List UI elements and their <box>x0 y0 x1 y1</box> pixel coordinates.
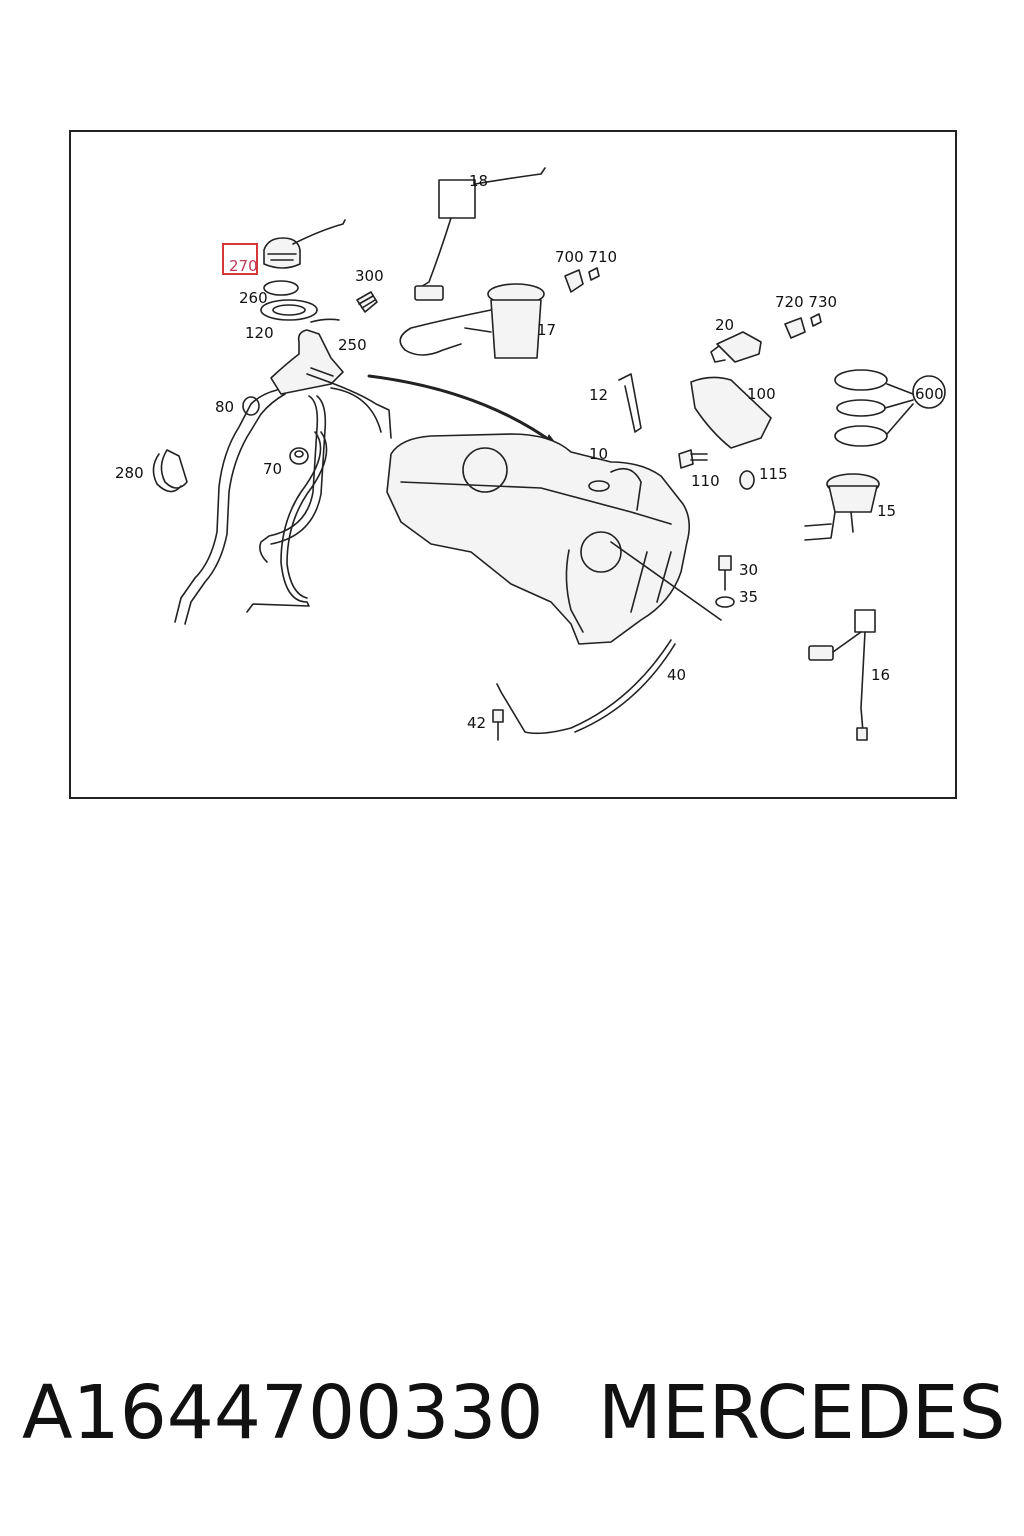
callout-40: 40 <box>667 666 686 684</box>
callout-100: 100 <box>747 385 776 403</box>
screw-42-drawing <box>492 709 504 741</box>
callout-80: 80 <box>215 398 234 416</box>
strap-12-drawing <box>618 373 642 433</box>
callout-18: 18 <box>469 172 488 190</box>
callout-10: 10 <box>589 445 608 463</box>
callout-35: 35 <box>739 588 758 606</box>
sensor-20-drawing <box>710 331 762 363</box>
pump-module-15-drawing <box>804 473 880 541</box>
fuel-cap-drawing <box>263 219 346 269</box>
callout-700-710: 700 710 <box>555 248 617 266</box>
callout-280: 280 <box>115 464 144 482</box>
diagram-frame: 18 270 260 300 120 250 700 710 17 720 73… <box>69 130 957 799</box>
callout-15: 15 <box>877 502 896 520</box>
fitting-720-730-drawing <box>784 313 822 339</box>
footer: A1644700330 MERCEDES <box>0 1370 1024 1470</box>
heat-shield-100-drawing <box>690 376 772 449</box>
sender-16-drawing <box>808 609 876 741</box>
callout-110: 110 <box>691 472 720 490</box>
nut-115-drawing <box>739 470 755 490</box>
strap-40-drawing <box>496 639 672 735</box>
brand-name: MERCEDES <box>598 1370 1006 1456</box>
bolt-30-washer-35-drawing <box>715 555 735 608</box>
fitting-700-710-drawing <box>564 267 600 293</box>
callout-250: 250 <box>338 336 367 354</box>
callout-16: 16 <box>871 666 890 684</box>
fuel-pump-drawing <box>399 167 546 359</box>
filler-flange-drawing <box>260 299 340 323</box>
callout-115: 115 <box>759 465 788 483</box>
fuel-tank-drawing <box>386 433 722 645</box>
strap-40-edge <box>574 643 676 733</box>
bolt-110-drawing <box>678 449 708 469</box>
seal-ring-drawing <box>263 280 299 296</box>
fuel-system-diagram: 18 270 260 300 120 250 700 710 17 720 73… <box>115 167 946 741</box>
clamp-280-drawing <box>152 449 188 493</box>
nut-80-drawing <box>242 396 260 416</box>
callout-70: 70 <box>263 460 282 478</box>
part-number: A1644700330 <box>22 1370 544 1456</box>
grommet-drawing <box>356 291 378 313</box>
callout-300: 300 <box>355 267 384 285</box>
callout-30: 30 <box>739 561 758 579</box>
callout-270-highlighted[interactable]: 270 <box>229 257 258 275</box>
callout-20: 20 <box>715 316 734 334</box>
callout-120: 120 <box>245 324 274 342</box>
callout-260: 260 <box>239 289 268 307</box>
callout-12: 12 <box>589 386 608 404</box>
filler-neck-drawing <box>174 329 392 625</box>
callout-720-730: 720 730 <box>775 293 837 311</box>
grommet-70-drawing <box>289 447 309 465</box>
callout-42: 42 <box>467 714 486 732</box>
callout-600: 600 <box>915 385 944 403</box>
ring-kit-600-drawing <box>834 369 946 447</box>
callout-17: 17 <box>537 321 556 339</box>
highlight-box <box>222 243 258 275</box>
assembly-arrow <box>367 374 557 446</box>
